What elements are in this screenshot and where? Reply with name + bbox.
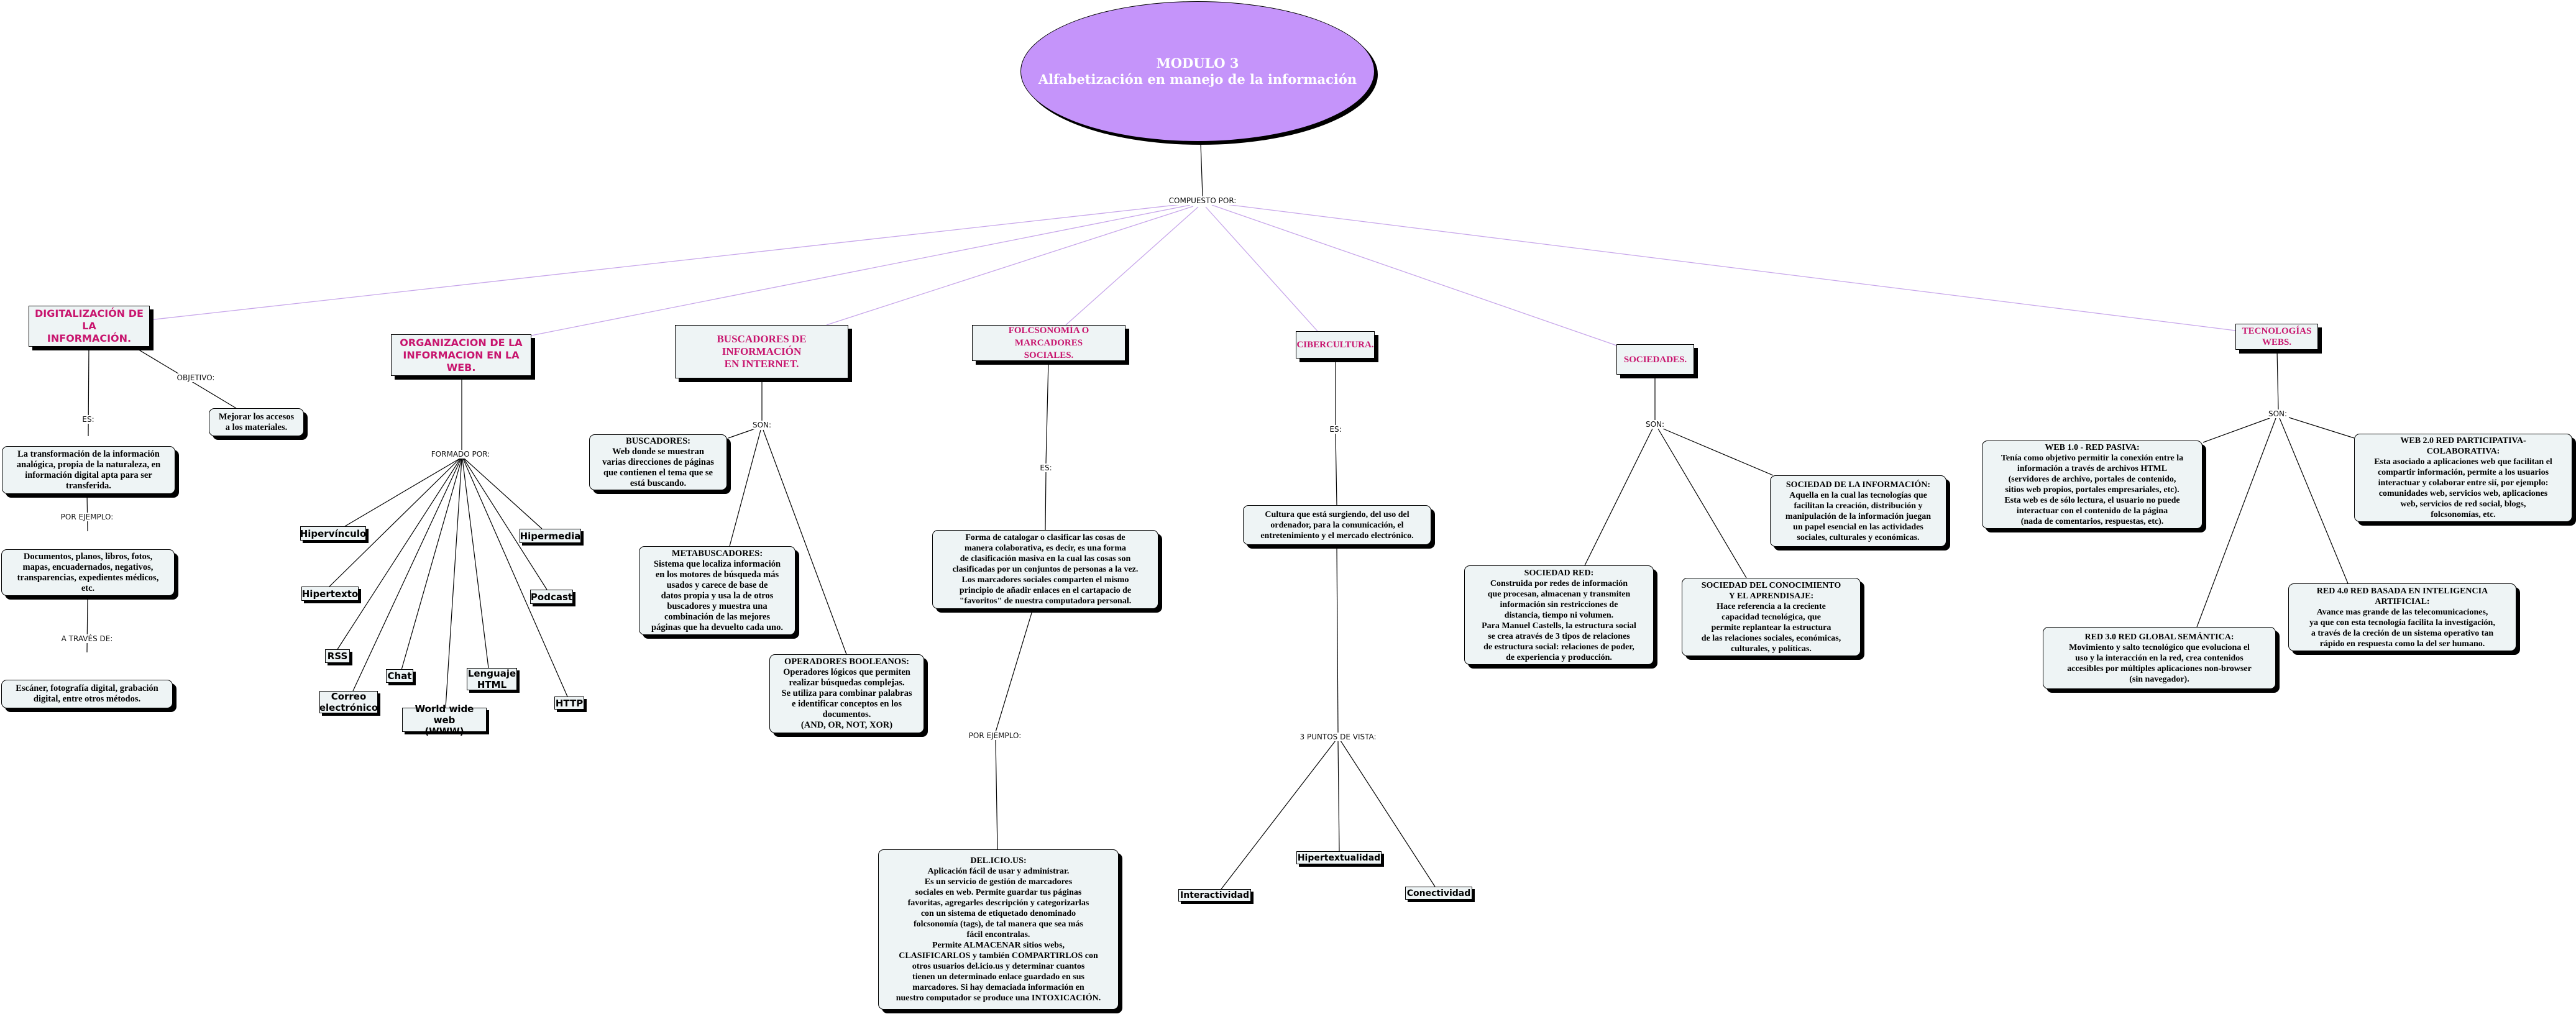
concept-sociedades[interactable]: SOCIEDADES. (1616, 344, 1694, 375)
link-label-es: ES: (81, 415, 96, 424)
concept-escaner-metodos[interactable]: Escáner, fotografía digital, grabación d… (1, 680, 173, 708)
concept-web-2-0[interactable]: WEB 2.0 RED PARTICIPATIVA- COLABORATIVA:… (2354, 434, 2572, 522)
branch-links (86, 142, 2355, 890)
concept-delicious[interactable]: DEL.ICIO.US: Aplicación fácil de usar y … (878, 849, 1119, 1010)
concept-tecnologias-webs[interactable]: TECNOLOGÍAS WEBS. (2235, 324, 2318, 350)
concept-folcsonomia-definicion[interactable]: Forma de catalogar o clasificar las cosa… (932, 530, 1158, 609)
concept-web-4-0[interactable]: RED 4.0 RED BASADA EN INTELIGENCIA ARTIF… (2288, 583, 2516, 651)
concept-interactividad[interactable]: Interactividad (1178, 889, 1251, 902)
concept-digitalizacion[interactable]: DIGITALIZACIÓN DE LA INFORMACIÓN. (29, 306, 150, 347)
concept-documentos-ejemplos[interactable]: Documentos, planos, libros, fotos, mapas… (1, 549, 175, 596)
concept-operadores-booleanos[interactable]: OPERADORES BOOLEANOS: Operadores lógicos… (769, 654, 924, 733)
link-label-a-traves-de: A TRAVÉS DE: (60, 634, 114, 643)
concept-buscadores[interactable]: BUSCADORES: Web donde se muestran varias… (589, 434, 727, 490)
concept-folcsonomia[interactable]: FOLCSONOMÍA O MARCADORES SOCIALES. (972, 325, 1125, 361)
link-label-objetivo: OBJETIVO: (175, 373, 216, 382)
concept-hipertextualidad[interactable]: Hipertextualidad (1296, 851, 1382, 864)
root-subtitle: Alfabetización en manejo de la informaci… (1038, 71, 1357, 87)
concept-chat[interactable]: Chat (386, 669, 413, 683)
link-label-es: ES: (1328, 425, 1343, 434)
concept-buscadores-informacion[interactable]: BUSCADORES DE INFORMACIÓN EN INTERNET. (675, 325, 848, 378)
concept-http[interactable]: HTTP (554, 697, 584, 710)
concept-conectividad[interactable]: Conectividad (1405, 887, 1472, 900)
link-label-formado-por: FORMADO POR: (429, 450, 492, 459)
concept-hipervinculo[interactable]: Hipervínculo (300, 526, 366, 541)
link-label-por-ejemplo: POR EJEMPLO: (59, 513, 115, 521)
link-label-3-puntos-de-vista: 3 PUNTOS DE VISTA: (1298, 733, 1378, 741)
concept-metabuscadores[interactable]: METABUSCADORES: Sistema que localiza inf… (639, 546, 795, 635)
concept-world-wide-web[interactable]: World wide web (WWW) (402, 703, 487, 737)
root-concept-modulo-3[interactable]: MODULO 3 Alfabetización en manejo de la … (1020, 1, 1375, 142)
concept-lenguaje-html[interactable]: Lenguaje HTML (467, 668, 517, 690)
concept-organizacion-web[interactable]: ORGANIZACION DE LA INFORMACION EN LA WEB… (391, 334, 531, 376)
concept-sociedad-red[interactable]: SOCIEDAD RED: Construida por redes de in… (1464, 565, 1654, 665)
concept-correo-electronico[interactable]: Correo electrónico (319, 691, 378, 713)
top-level-links (149, 203, 2236, 346)
concept-mejorar-accesos[interactable]: Mejorar los accesos a los materiales. (209, 408, 304, 436)
concept-sociedad-informacion[interactable]: SOCIEDAD DE LA INFORMACIÓN: Aquella en l… (1770, 475, 1946, 547)
link-label-es: ES: (1038, 464, 1053, 472)
root-title: MODULO 3 (1156, 55, 1239, 71)
link-label-por-ejemplo: POR EJEMPLO: (967, 731, 1023, 740)
concept-podcast[interactable]: Podcast (530, 590, 573, 604)
link-label-compuesto-por: COMPUESTO POR: (1167, 196, 1238, 205)
concept-web-1-0[interactable]: WEB 1.0 - RED PASIVA: Tenía como objetiv… (1982, 441, 2202, 529)
concept-transformacion-informacion[interactable]: La transformación de la información anal… (2, 446, 175, 494)
concept-cibercultura-definicion[interactable]: Cultura que está surgiendo, del uso del … (1243, 505, 1431, 545)
concept-sociedad-conocimiento[interactable]: SOCIEDAD DEL CONOCIMIENTO Y EL APRENDISA… (1682, 578, 1861, 656)
link-label-son: SON: (751, 421, 773, 429)
concept-cibercultura[interactable]: CIBERCULTURA. (1296, 331, 1375, 359)
concept-rss[interactable]: RSS (325, 649, 350, 663)
concept-web-3-0[interactable]: RED 3.0 RED GLOBAL SEMÁNTICA: Movimiento… (2043, 627, 2276, 689)
link-label-son: SON: (1644, 420, 1666, 429)
concept-hipertexto[interactable]: Hipertexto (301, 587, 359, 601)
link-label-son: SON: (2267, 409, 2289, 418)
concept-hipermedia[interactable]: Hipermedia (520, 529, 581, 543)
